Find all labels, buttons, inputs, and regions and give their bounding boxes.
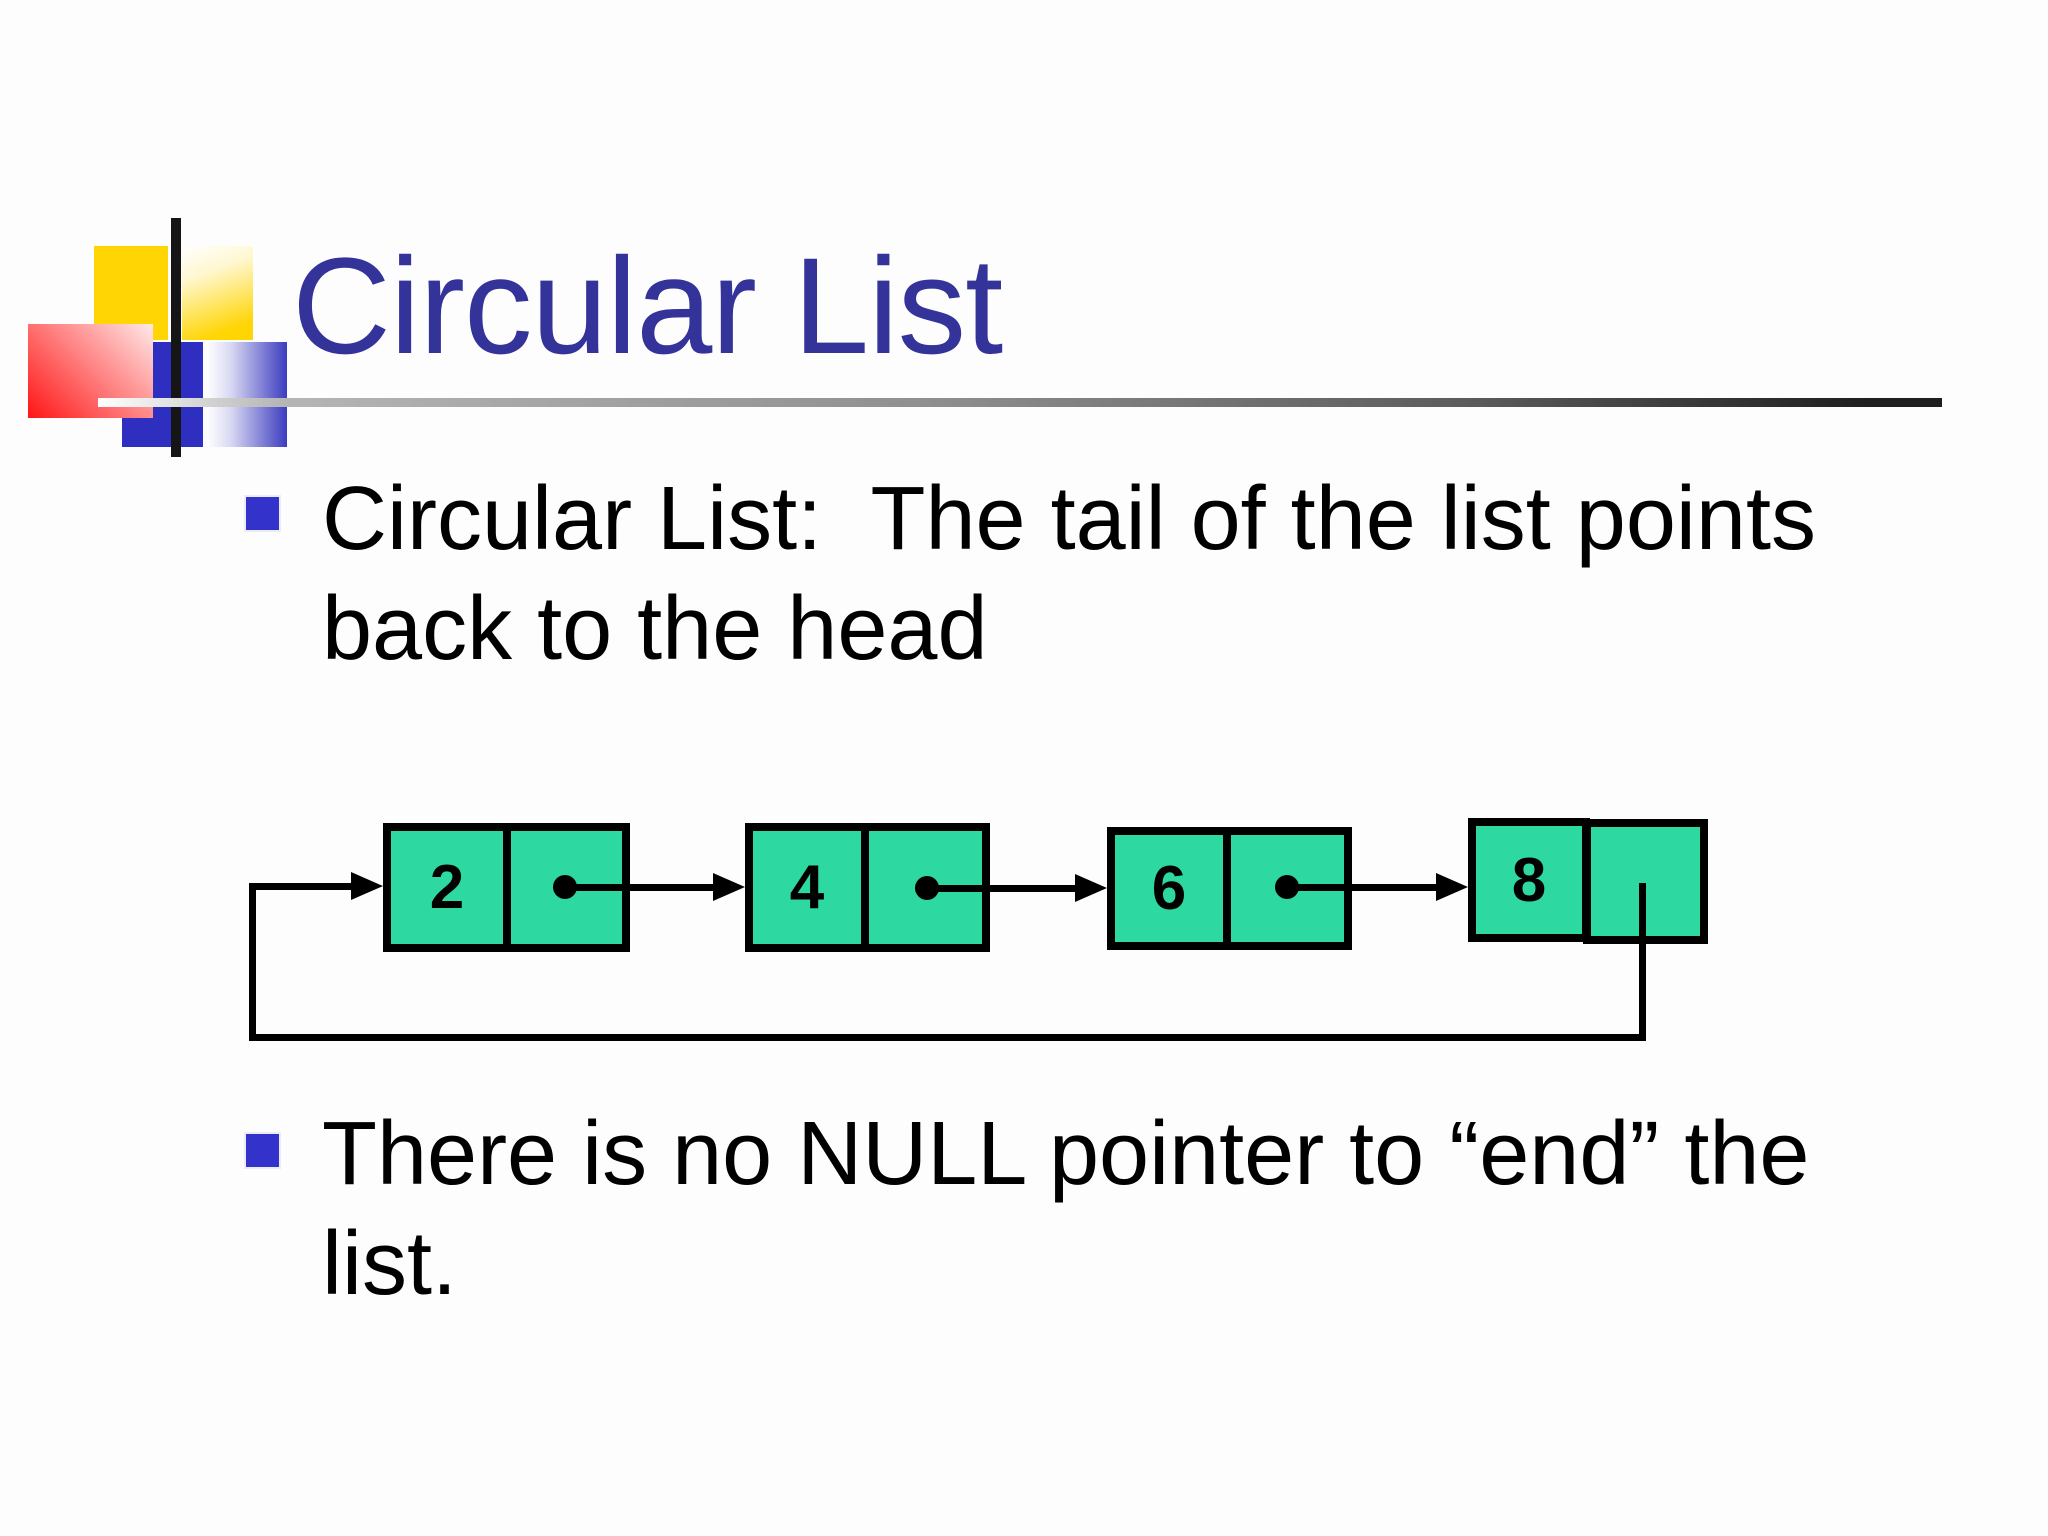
node-value: 8 — [1511, 845, 1547, 915]
node-cell-divider — [861, 831, 869, 944]
node-value: 4 — [789, 853, 825, 922]
page-title: Circular List — [292, 230, 1003, 383]
logo-vertical-bar — [171, 218, 181, 457]
node-value: 2 — [429, 853, 465, 922]
head-arrow-line — [252, 883, 356, 890]
arrow-line-2-to-4 — [565, 884, 717, 891]
bullet-marker-icon — [246, 1134, 279, 1167]
node-value: 6 — [1151, 854, 1187, 923]
bullet-text-2: There is no NULL pointer to “end” the li… — [322, 1104, 1810, 1314]
logo-blue-gradient-square — [207, 342, 287, 447]
node-cell-divider — [503, 831, 511, 944]
arrowhead-icon-2-to-4 — [713, 873, 745, 901]
arrowhead-icon-4-to-6 — [1075, 874, 1107, 902]
node-cell-divider — [1223, 835, 1231, 942]
logo-yellow-gradient-square — [182, 246, 253, 340]
arrow-line-6-to-8 — [1287, 884, 1440, 891]
loopback-line-down — [1639, 883, 1646, 1041]
loopback-line-up — [249, 883, 256, 1041]
loopback-line-bottom — [249, 1034, 1646, 1041]
arrow-line-4-to-6 — [927, 885, 1079, 892]
head-arrowhead-icon — [351, 872, 383, 900]
list-node-8-value-cell: 8 — [1468, 818, 1590, 942]
title-underline-rule — [98, 398, 1942, 407]
bullet-marker-icon — [246, 497, 279, 530]
bullet-text-1: Circular List: The tail of the list poin… — [322, 469, 1816, 679]
arrowhead-icon-6-to-8 — [1436, 873, 1468, 901]
